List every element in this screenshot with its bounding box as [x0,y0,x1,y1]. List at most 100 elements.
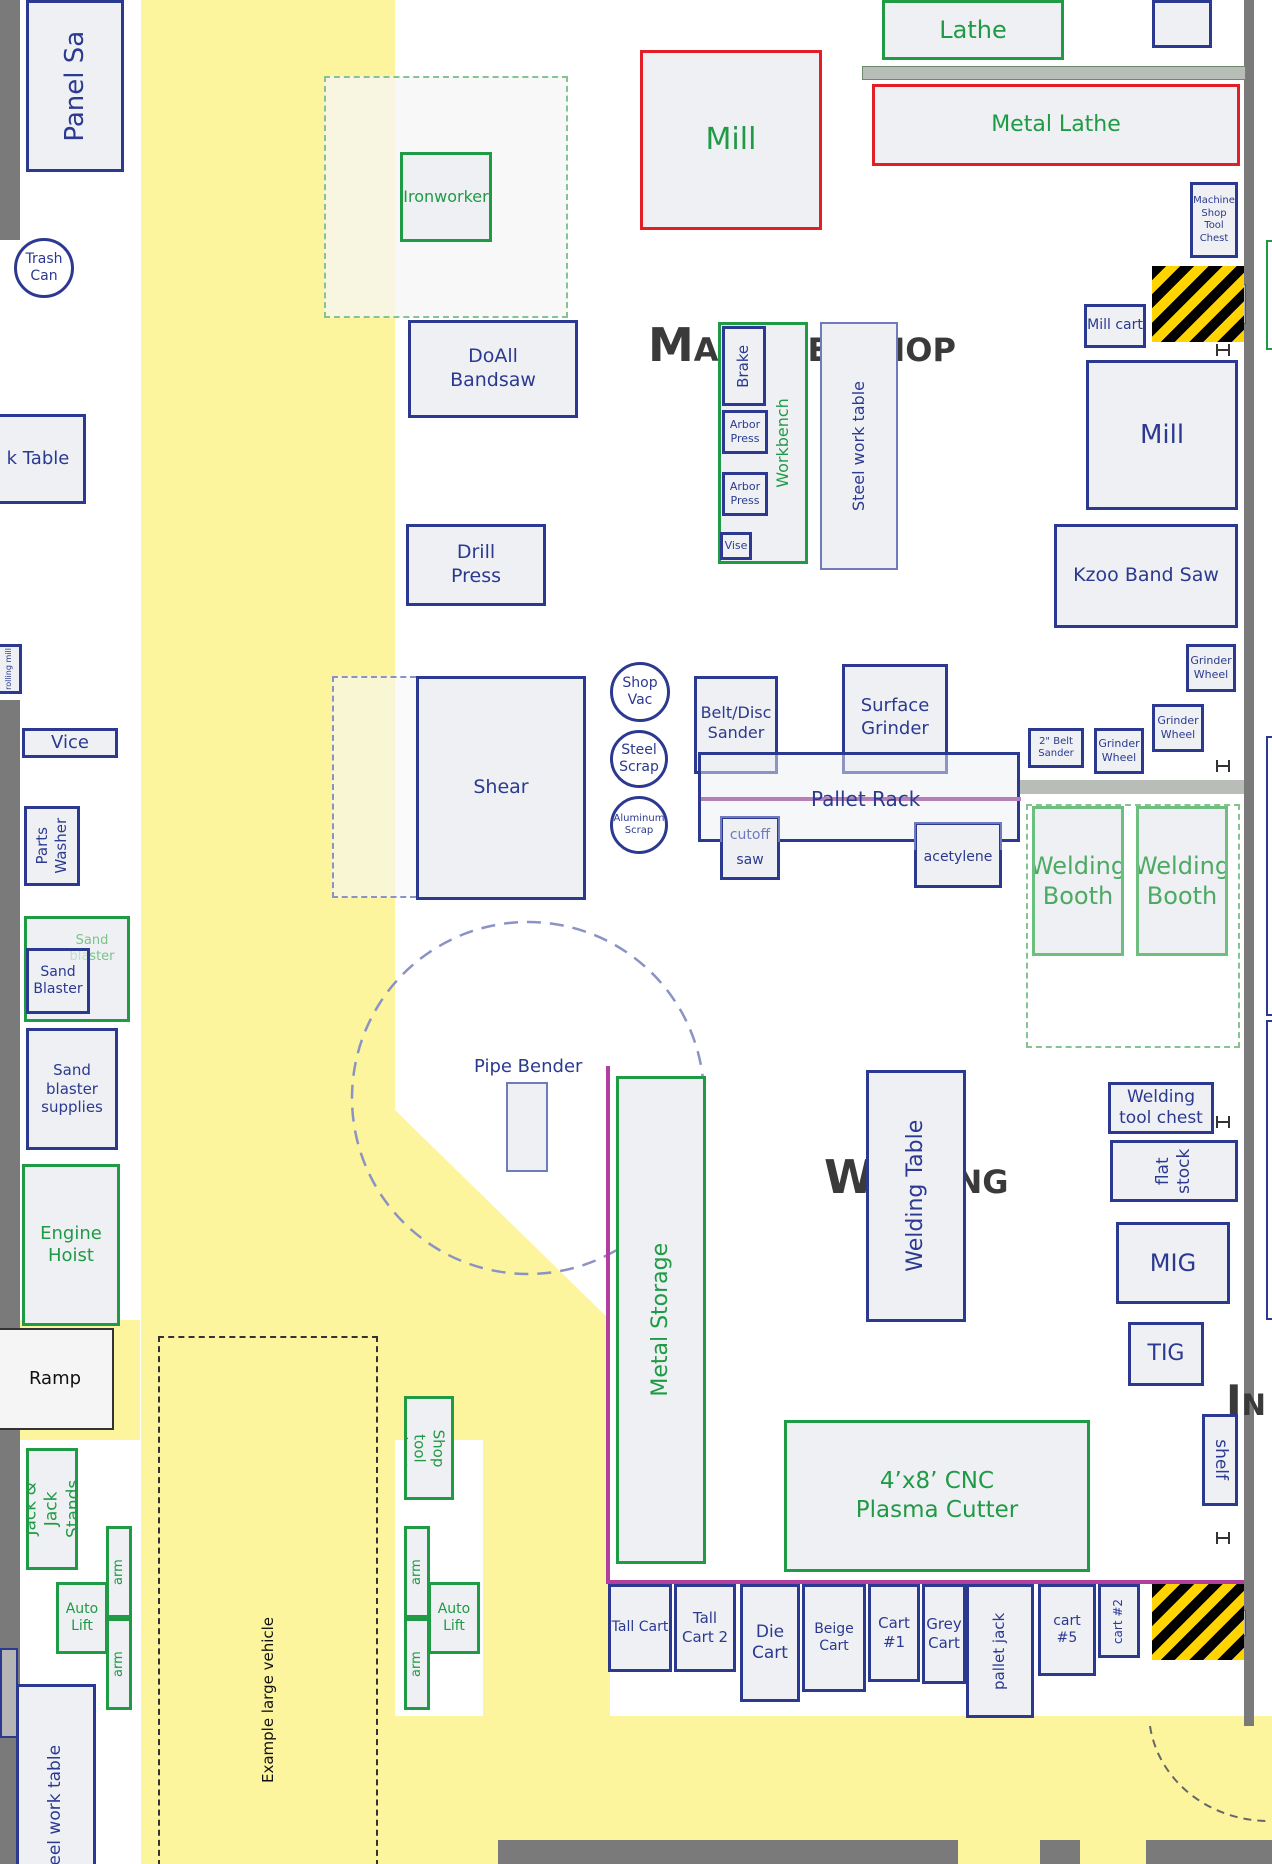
arm-left-top[interactable]: arm [106,1526,132,1618]
grinder-wheel-1[interactable]: Grinder Wheel [1094,728,1144,774]
pipe-bender[interactable] [506,1082,548,1172]
grey-cart-label: Grey Cart [926,1615,962,1652]
bottom-wall-3 [1146,1840,1272,1864]
vice-label: Vice [51,731,89,753]
die-cart[interactable]: Die Cart [740,1584,800,1702]
grinder-wheel-2[interactable]: Grinder Wheel [1152,704,1204,752]
drill-press[interactable]: Drill Press [406,524,546,606]
metal-storage[interactable]: Metal Storage [616,1076,706,1564]
example-vehicle-text: Example large vehicle [259,1616,277,1784]
sand-blaster-supplies[interactable]: Sand blaster supplies [26,1028,118,1150]
auto-lift-right[interactable]: Auto Lift [428,1582,480,1654]
doall-bandsaw-label: DoAll Bandsaw [450,345,536,391]
drill-press-label: Drill Press [450,541,501,587]
arm-right-top-label: arm [408,1559,424,1585]
engine-hoist[interactable]: Engine Hoist [22,1164,120,1326]
mill-right[interactable]: Mill [1086,360,1238,510]
column-mark-2 [1216,760,1230,772]
mill-cart[interactable]: Mill cart [1084,304,1146,348]
mill-top-label: Mill [705,122,757,158]
acetylene[interactable]: acetylene [914,822,1002,888]
auto-lift-left-label: Auto Lift [65,1600,99,1635]
pallet-jack[interactable]: pallet jack [966,1584,1034,1718]
cart-1[interactable]: Cart #1 [868,1584,920,1682]
ramp[interactable]: Ramp [0,1328,114,1430]
cnc-plasma-cutter[interactable]: 4’x8’ CNC Plasma Cutter [784,1420,1090,1572]
welding-tool-chest[interactable]: Welding tool chest [1108,1082,1214,1134]
right-wall [1244,0,1254,1726]
metal-storage-label: Metal Storage [648,1243,674,1397]
welding-table[interactable]: Welding Table [866,1070,966,1322]
welding-table-label: Welding Table [903,1120,929,1272]
ironworker-label: Ironworker [403,187,489,206]
sand-blaster[interactable]: Sand Blaster [26,948,90,1014]
auto-shop-tool-chest[interactable]: Auto Shop tool chest [404,1396,454,1500]
parts-washer[interactable]: Parts Washer [24,806,80,886]
vice[interactable]: Vice [22,728,118,758]
belt-sander-2in[interactable]: 2" Belt Sander [1028,728,1084,768]
welding-booth-2-label: Welding Booth [1136,852,1228,910]
kzoo-band-saw[interactable]: Kzoo Band Saw [1054,524,1238,628]
tall-cart-2[interactable]: Tall Cart 2 [674,1584,736,1672]
welding-booth-1[interactable]: Welding Booth [1032,806,1124,956]
shear[interactable]: Shear [416,676,586,900]
jack-stands[interactable]: Jack & Jack Stands [26,1448,78,1570]
brake[interactable]: Brake [722,326,766,406]
arbor-press-2[interactable]: Arbor Press [722,472,768,516]
tig[interactable]: TIG [1128,1322,1204,1386]
shelf[interactable]: shelf [1202,1414,1238,1506]
trash-can[interactable]: Trash Can [14,238,74,298]
rolling-mill[interactable]: rolling mill [0,644,22,694]
arm-right-bottom[interactable]: arm [404,1618,430,1710]
steel-work-table[interactable]: Steel work table [820,322,898,570]
arbor-press-1[interactable]: Arbor Press [722,410,768,454]
arm-left-bottom[interactable]: arm [106,1618,132,1710]
sand-blaster-supplies-label: Sand blaster supplies [41,1060,103,1117]
column-mark-1 [1216,344,1230,356]
steel-scrap[interactable]: Steel Scrap [610,730,668,788]
right-edge-box-1 [1266,736,1272,1016]
ironworker[interactable]: Ironworker [400,152,492,242]
cutoff-saw-top-label: cutoff [729,827,771,842]
cutoff-saw-top: cutoff [720,816,780,842]
k-table[interactable]: k Table [0,414,86,504]
shop-vac[interactable]: Shop Vac [610,662,670,722]
steel-work-table-left[interactable]: teel work table [16,1684,96,1864]
flat-stock-label: flat stock [1152,1148,1194,1194]
left-wall-top [0,0,20,240]
cutoff-saw-label: saw [736,851,764,868]
doall-bandsaw[interactable]: DoAll Bandsaw [408,320,578,418]
steel-scrap-label: Steel Scrap [619,741,659,776]
machine-shop-tool-chest[interactable]: Machine Shop Tool Chest [1190,182,1238,258]
metal-lathe[interactable]: Metal Lathe [872,84,1240,166]
tall-cart[interactable]: Tall Cart [608,1584,672,1672]
aluminum-scrap[interactable]: Aluminum Scrap [610,796,668,854]
shop-vac-label: Shop Vac [622,674,658,709]
mig[interactable]: MIG [1116,1222,1230,1304]
grey-cart[interactable]: Grey Cart [922,1584,966,1684]
auto-lift-left[interactable]: Auto Lift [56,1582,108,1654]
acetylene-top [914,822,1002,850]
belt-sander-2in-label: 2" Belt Sander [1038,735,1074,760]
grinder-wheel-3[interactable]: Grinder Wheel [1186,644,1236,692]
die-cart-label: Die Cart [752,1621,788,1663]
cart-5-label: cart #5 [1053,1612,1081,1647]
kzoo-band-saw-label: Kzoo Band Saw [1073,564,1219,587]
cart-5[interactable]: cart #5 [1038,1584,1096,1676]
left-wall-mid [0,700,20,1330]
pallet-jack-label: pallet jack [990,1612,1009,1690]
top-right-box[interactable] [1152,0,1212,48]
mill-top[interactable]: Mill [640,50,822,230]
flat-stock[interactable]: flat stock [1110,1140,1238,1202]
lathe[interactable]: Lathe [882,0,1064,60]
vise[interactable]: Vise [720,532,752,560]
ramp-label: Ramp [28,1367,82,1389]
welding-booth-2[interactable]: Welding Booth [1136,806,1228,956]
panel-saw[interactable]: Panel Sa [26,0,124,172]
cutoff-saw[interactable]: saw [720,816,780,880]
brake-label: Brake [734,344,753,388]
arm-right-top[interactable]: arm [404,1526,430,1618]
cart-2[interactable]: cart #2 [1098,1584,1140,1658]
metal-lathe-label: Metal Lathe [991,112,1121,138]
beige-cart[interactable]: Beige Cart [802,1584,866,1692]
